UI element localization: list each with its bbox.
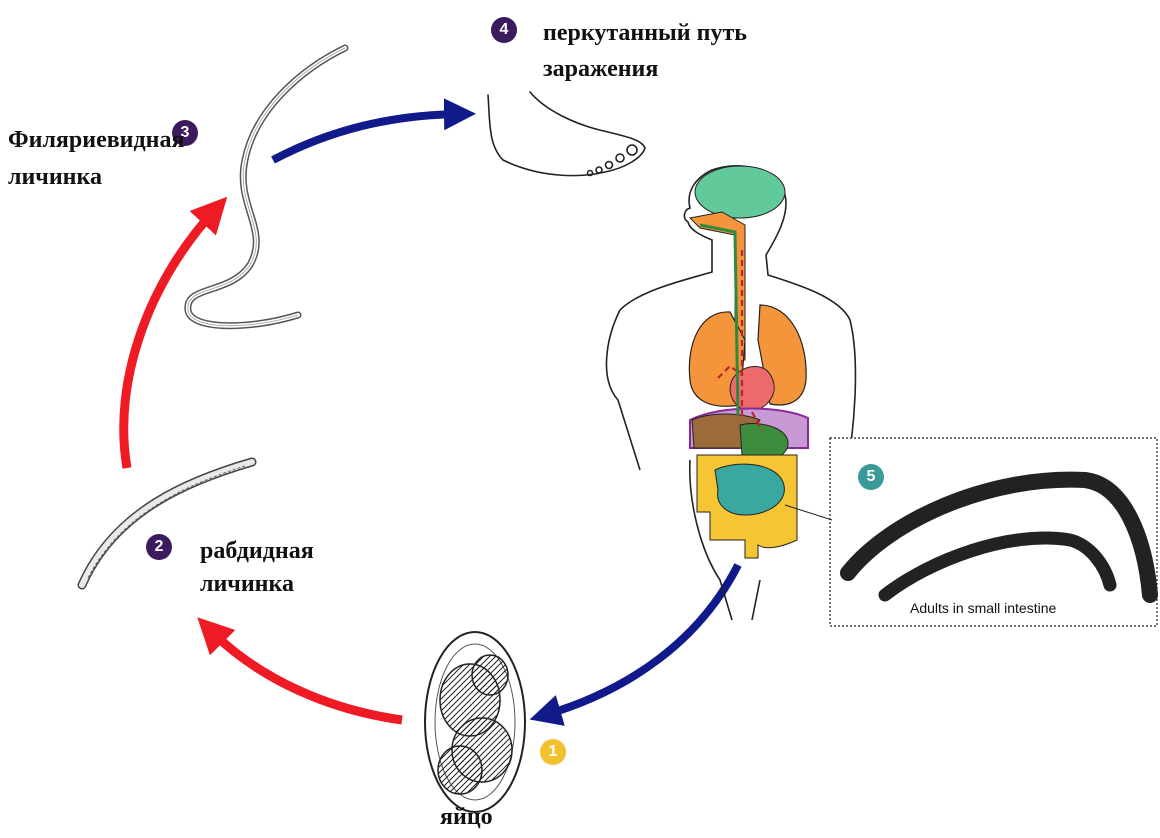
small-intestine-organ <box>715 464 784 515</box>
brain-organ <box>695 166 785 218</box>
human-body-illustration <box>606 166 855 620</box>
filariform-larva-illustration <box>188 48 345 326</box>
adults-inset-caption: Adults in small intestine <box>910 600 1056 616</box>
stage-badge-1: 1 <box>540 739 566 765</box>
filariform-label-line2: личинка <box>8 162 102 192</box>
stage-badge-5: 5 <box>858 464 884 490</box>
egg-label: яйцо <box>440 802 493 832</box>
stage-badge-4: 4 <box>491 17 517 43</box>
rhabditiform-label-line1: рабдидная <box>200 536 314 566</box>
rhabditiform-larva-illustration <box>82 462 252 585</box>
arrow-egg-to-rhabditiform <box>210 630 402 720</box>
filariform-label-line1: Филяриевидная <box>8 125 184 155</box>
stage-badge-2: 2 <box>146 534 172 560</box>
arrow-host-to-egg <box>545 565 738 715</box>
egg-illustration <box>425 632 525 812</box>
arrow-rhabditiform-to-filariform <box>124 210 215 468</box>
foot-illustration <box>488 92 645 176</box>
arrow-filariform-to-skin <box>273 114 460 160</box>
percutaneous-label-line1: перкутанный путь <box>543 18 747 48</box>
percutaneous-label-line2: заражения <box>543 54 658 84</box>
rhabditiform-label-line2: личинка <box>200 569 294 599</box>
